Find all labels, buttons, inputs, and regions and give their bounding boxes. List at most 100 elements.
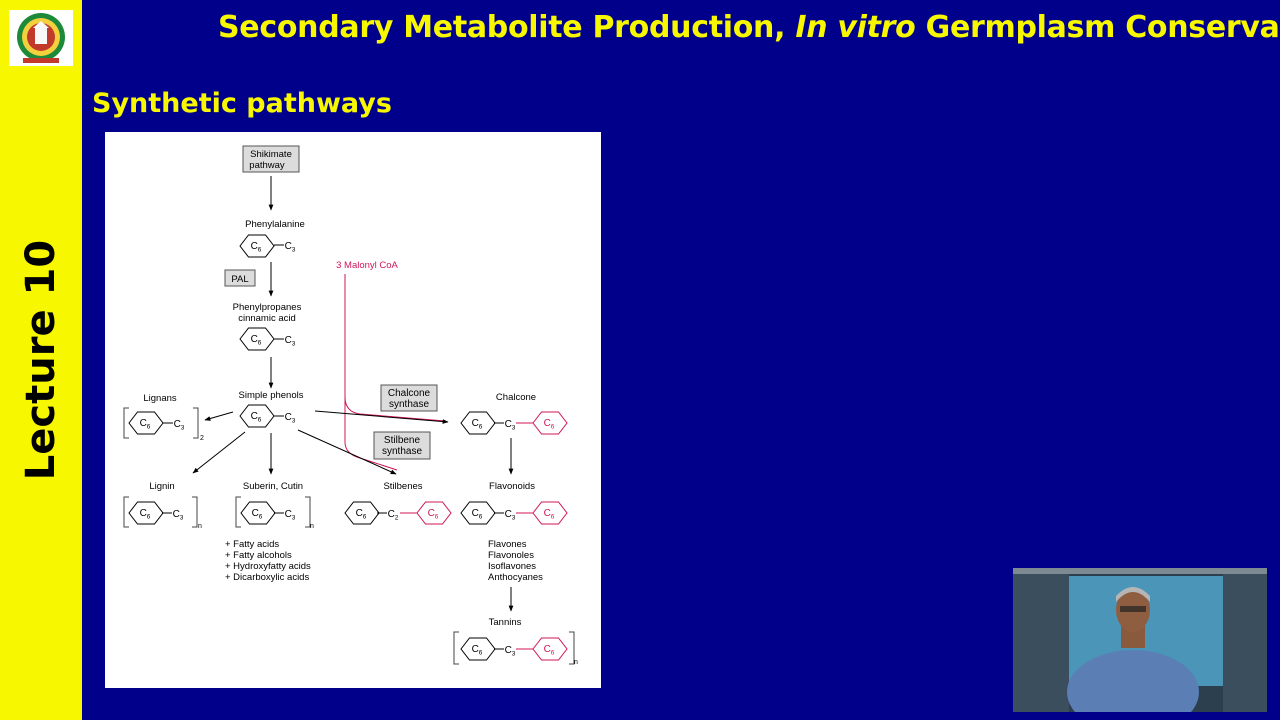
tannins-c3: C3 [494,645,516,658]
stilbenes-c2: C2 [377,509,411,522]
flavonoids-label: Flavonoids [489,481,535,492]
chalcone-synthase-box: Chalcone synthase [380,384,438,412]
chalcone-synthase-line1: Chalcone [388,388,431,399]
c6-text: C6 [251,334,262,347]
c3-text: C3 [173,509,184,522]
c3-text: C3 [505,419,516,432]
chalcone-c6-ring-red: C6 [516,411,568,435]
c6-text: C6 [252,508,263,521]
malonyl-label: 3 Malonyl CoA [336,260,398,271]
title-italic: In vitro [795,10,916,45]
suberin-c3: C3 [274,509,296,522]
section-heading: Synthetic pathways [92,88,392,119]
c6-text: C6 [472,644,483,657]
tannins-c6-ring-red: C6 [516,637,568,661]
lecture-label: Lecture 10 [18,239,64,481]
flavonoids-c6-ring: C6 [460,501,496,525]
chalcone-synthase-line2: synthase [389,399,429,410]
c6-text: C6 [472,418,483,431]
lignans-c3: C3 [163,419,185,432]
phenylpropanes-c3: C3 [274,335,296,348]
lignans-bracket [123,407,199,439]
arrow-lignans [204,411,234,421]
tannins-c6-ring: C6 [460,637,496,661]
bracket-left [123,496,129,528]
hexagon-shape [532,637,568,661]
lignin-subscript: n [198,523,202,530]
suberin-bracket [235,496,311,528]
lignans-label: Lignans [143,393,177,404]
c3-text: C3 [505,645,516,658]
shikimate-line1: Shikimate [250,149,292,160]
tannins-label: Tannins [489,617,522,628]
c6-text: C6 [251,241,262,254]
simple-phenols-c3: C3 [274,412,296,425]
hexagon-shape [416,501,452,525]
arrow-lignin [192,431,246,474]
suberin-label: Suberin, Cutin [243,481,303,492]
suberin-component-4: + Dicarboxylic acids [225,572,309,583]
c3-text: C3 [505,509,516,522]
c6-text: C6 [544,644,555,657]
suberin-subscript: n [310,523,314,530]
simple-phenols-c6-ring: C6 [239,404,275,428]
c3-text: C3 [285,241,296,254]
suberin-component-1: + Fatty acids [225,539,279,550]
pal-box: PAL [224,269,256,287]
simple-phenols-label: Simple phenols [239,390,304,401]
lignin-label: Lignin [149,481,174,492]
pal-label: PAL [231,274,248,285]
title-part1: Secondary Metabolite Production, [218,10,796,45]
page-title: Secondary Metabolite Production, In vitr… [218,10,1280,45]
shikimate-line2: pathway [249,160,285,171]
c3-text: C3 [174,419,185,432]
flavonoid-class-2: Flavonoles [488,550,534,561]
c6-text: C6 [472,508,483,521]
bracket-right [305,496,311,528]
c2-text: C2 [388,509,399,522]
phenylpropanes-line1: Phenylpropanes [233,302,302,313]
stilbenes-c6-ring: C6 [344,501,380,525]
phenylalanine-label: Phenylalanine [245,219,305,230]
bracket-left [123,407,129,439]
stilbene-synthase-line2: synthase [382,446,422,457]
flavonoid-class-4: Anthocyanes [488,572,543,583]
c6-text: C6 [140,508,151,521]
c6-text: C6 [356,508,367,521]
bracket-right [569,631,575,665]
stilbenes-c6-ring-red: C6 [400,501,452,525]
hexagon-shape [532,411,568,435]
chalcone-c3: C3 [494,419,516,432]
lignans-c6-ring: C6 [128,411,164,435]
flavonoid-class-3: Isoflavones [488,561,536,572]
flavonoids-c3: C3 [494,509,516,522]
arrow-chalcone [314,410,449,424]
title-part2: Germplasm Conservation [925,10,1280,45]
phenylalanine-c3: C3 [274,241,296,254]
flavonoid-class-1: Flavones [488,539,527,550]
c6-text: C6 [544,418,555,431]
c6-text: C6 [140,418,151,431]
hexagon-shape [239,234,275,258]
presenter-video-icon [1013,568,1267,712]
c3-text: C3 [285,509,296,522]
lignans-subscript: 2 [200,435,204,442]
hexagon-shape [532,501,568,525]
tannins-subscript: n [574,659,578,666]
c6-text: C6 [544,508,555,521]
stilbene-synthase-box: Stilbene synthase [373,431,431,460]
shikimate-box: Shikimate pathway [242,145,300,173]
chalcone-label: Chalcone [496,392,536,403]
lignin-c3: C3 [162,509,184,522]
suberin-component-3: + Hydroxyfatty acids [225,561,311,572]
c3-text: C3 [285,412,296,425]
bracket-left [235,496,241,528]
lignin-c6-ring: C6 [128,501,164,525]
phenylalanine-c6-ring: C6 [239,234,275,258]
arrow-stilbenes [297,429,397,475]
bracket-left [453,631,459,665]
flavonoids-c6-ring-red: C6 [516,501,568,525]
suberin-component-2: + Fatty alcohols [225,550,292,561]
sidebar: Lecture 10 [0,0,82,720]
